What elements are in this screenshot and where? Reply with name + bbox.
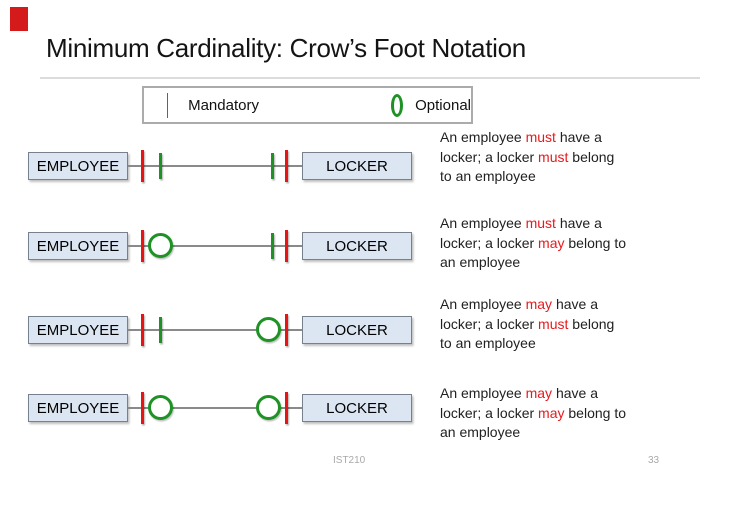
entity-label: LOCKER [326, 399, 388, 417]
legend-box: Mandatory Optional [142, 86, 473, 124]
caption-line: An employee may have a [440, 296, 598, 312]
mandatory-bar-icon [271, 153, 274, 179]
entity-label: LOCKER [326, 157, 388, 175]
caption-line: locker; a locker must belong [440, 148, 615, 165]
caption-line: an employee [440, 254, 521, 270]
entity-box-employee: EMPLOYEE [28, 232, 128, 260]
relationship-line [128, 407, 302, 409]
red-corner-marker [10, 7, 28, 31]
legend-mandatory-label: Mandatory [188, 96, 259, 114]
footer-page-number: 33 [648, 455, 660, 466]
diagram-row: EMPLOYEE LOCKER An employee must have a l… [0, 129, 742, 196]
title-divider [40, 77, 700, 79]
max-one-bar-icon [285, 392, 288, 424]
max-one-bar-icon [141, 150, 144, 182]
max-one-bar-icon [141, 230, 144, 262]
page-title: Minimum Cardinality: Crow’s Foot Notatio… [46, 33, 526, 64]
optional-circle-icon [256, 395, 281, 420]
entity-label: EMPLOYEE [36, 399, 120, 417]
max-one-bar-icon [285, 150, 288, 182]
row-caption: An employee may have a locker; a locker m… [440, 295, 670, 354]
max-one-bar-icon [285, 230, 288, 262]
relationship-line [128, 329, 302, 331]
optional-circle-icon [148, 395, 173, 420]
entity-box-employee: EMPLOYEE [28, 152, 128, 180]
caption-line: An employee must have a [440, 215, 602, 231]
entity-label: LOCKER [326, 321, 388, 339]
relationship-line [128, 245, 302, 247]
row-caption: An employee may have a locker; a locker m… [440, 384, 670, 443]
entity-box-locker: LOCKER [302, 232, 412, 260]
entity-box-employee: EMPLOYEE [28, 316, 128, 344]
max-one-bar-icon [141, 392, 144, 424]
entity-label: EMPLOYEE [36, 321, 120, 339]
caption-line: locker; a locker must belong [440, 315, 615, 332]
row-caption: An employee must have a locker; a locker … [440, 128, 670, 187]
optional-circle-icon [256, 317, 281, 342]
legend-optional-label: Optional [415, 96, 471, 114]
caption-line: locker; a locker may belong to [440, 404, 626, 421]
optional-circle-icon [390, 93, 404, 117]
footer-course-label: IST210 [333, 455, 366, 466]
caption-line: to an employee [440, 168, 536, 184]
entity-box-locker: LOCKER [302, 394, 412, 422]
entity-label: LOCKER [326, 237, 388, 255]
entity-box-employee: EMPLOYEE [28, 394, 128, 422]
diagram-row: EMPLOYEE LOCKER An employee may have a lo… [0, 296, 742, 360]
diagram-row: EMPLOYEE LOCKER An employee may have a lo… [0, 382, 742, 440]
caption-line: An employee must have a [440, 129, 602, 145]
row-caption: An employee must have a locker; a locker … [440, 214, 670, 273]
max-one-bar-icon [285, 314, 288, 346]
max-one-bar-icon [141, 314, 144, 346]
entity-label: EMPLOYEE [36, 237, 120, 255]
mandatory-bar-icon [167, 92, 169, 118]
entity-box-locker: LOCKER [302, 316, 412, 344]
optional-circle-icon [148, 233, 173, 258]
mandatory-bar-icon [159, 317, 162, 343]
diagram-row: EMPLOYEE LOCKER An employee must have a l… [0, 215, 742, 276]
mandatory-bar-icon [271, 233, 274, 259]
caption-line: to an employee [440, 335, 536, 351]
caption-line: An employee may have a [440, 385, 598, 401]
entity-box-locker: LOCKER [302, 152, 412, 180]
caption-line: an employee [440, 424, 521, 440]
caption-line: locker; a locker may belong to [440, 234, 626, 251]
relationship-line [128, 165, 302, 167]
mandatory-bar-icon [159, 153, 162, 179]
entity-label: EMPLOYEE [36, 157, 120, 175]
